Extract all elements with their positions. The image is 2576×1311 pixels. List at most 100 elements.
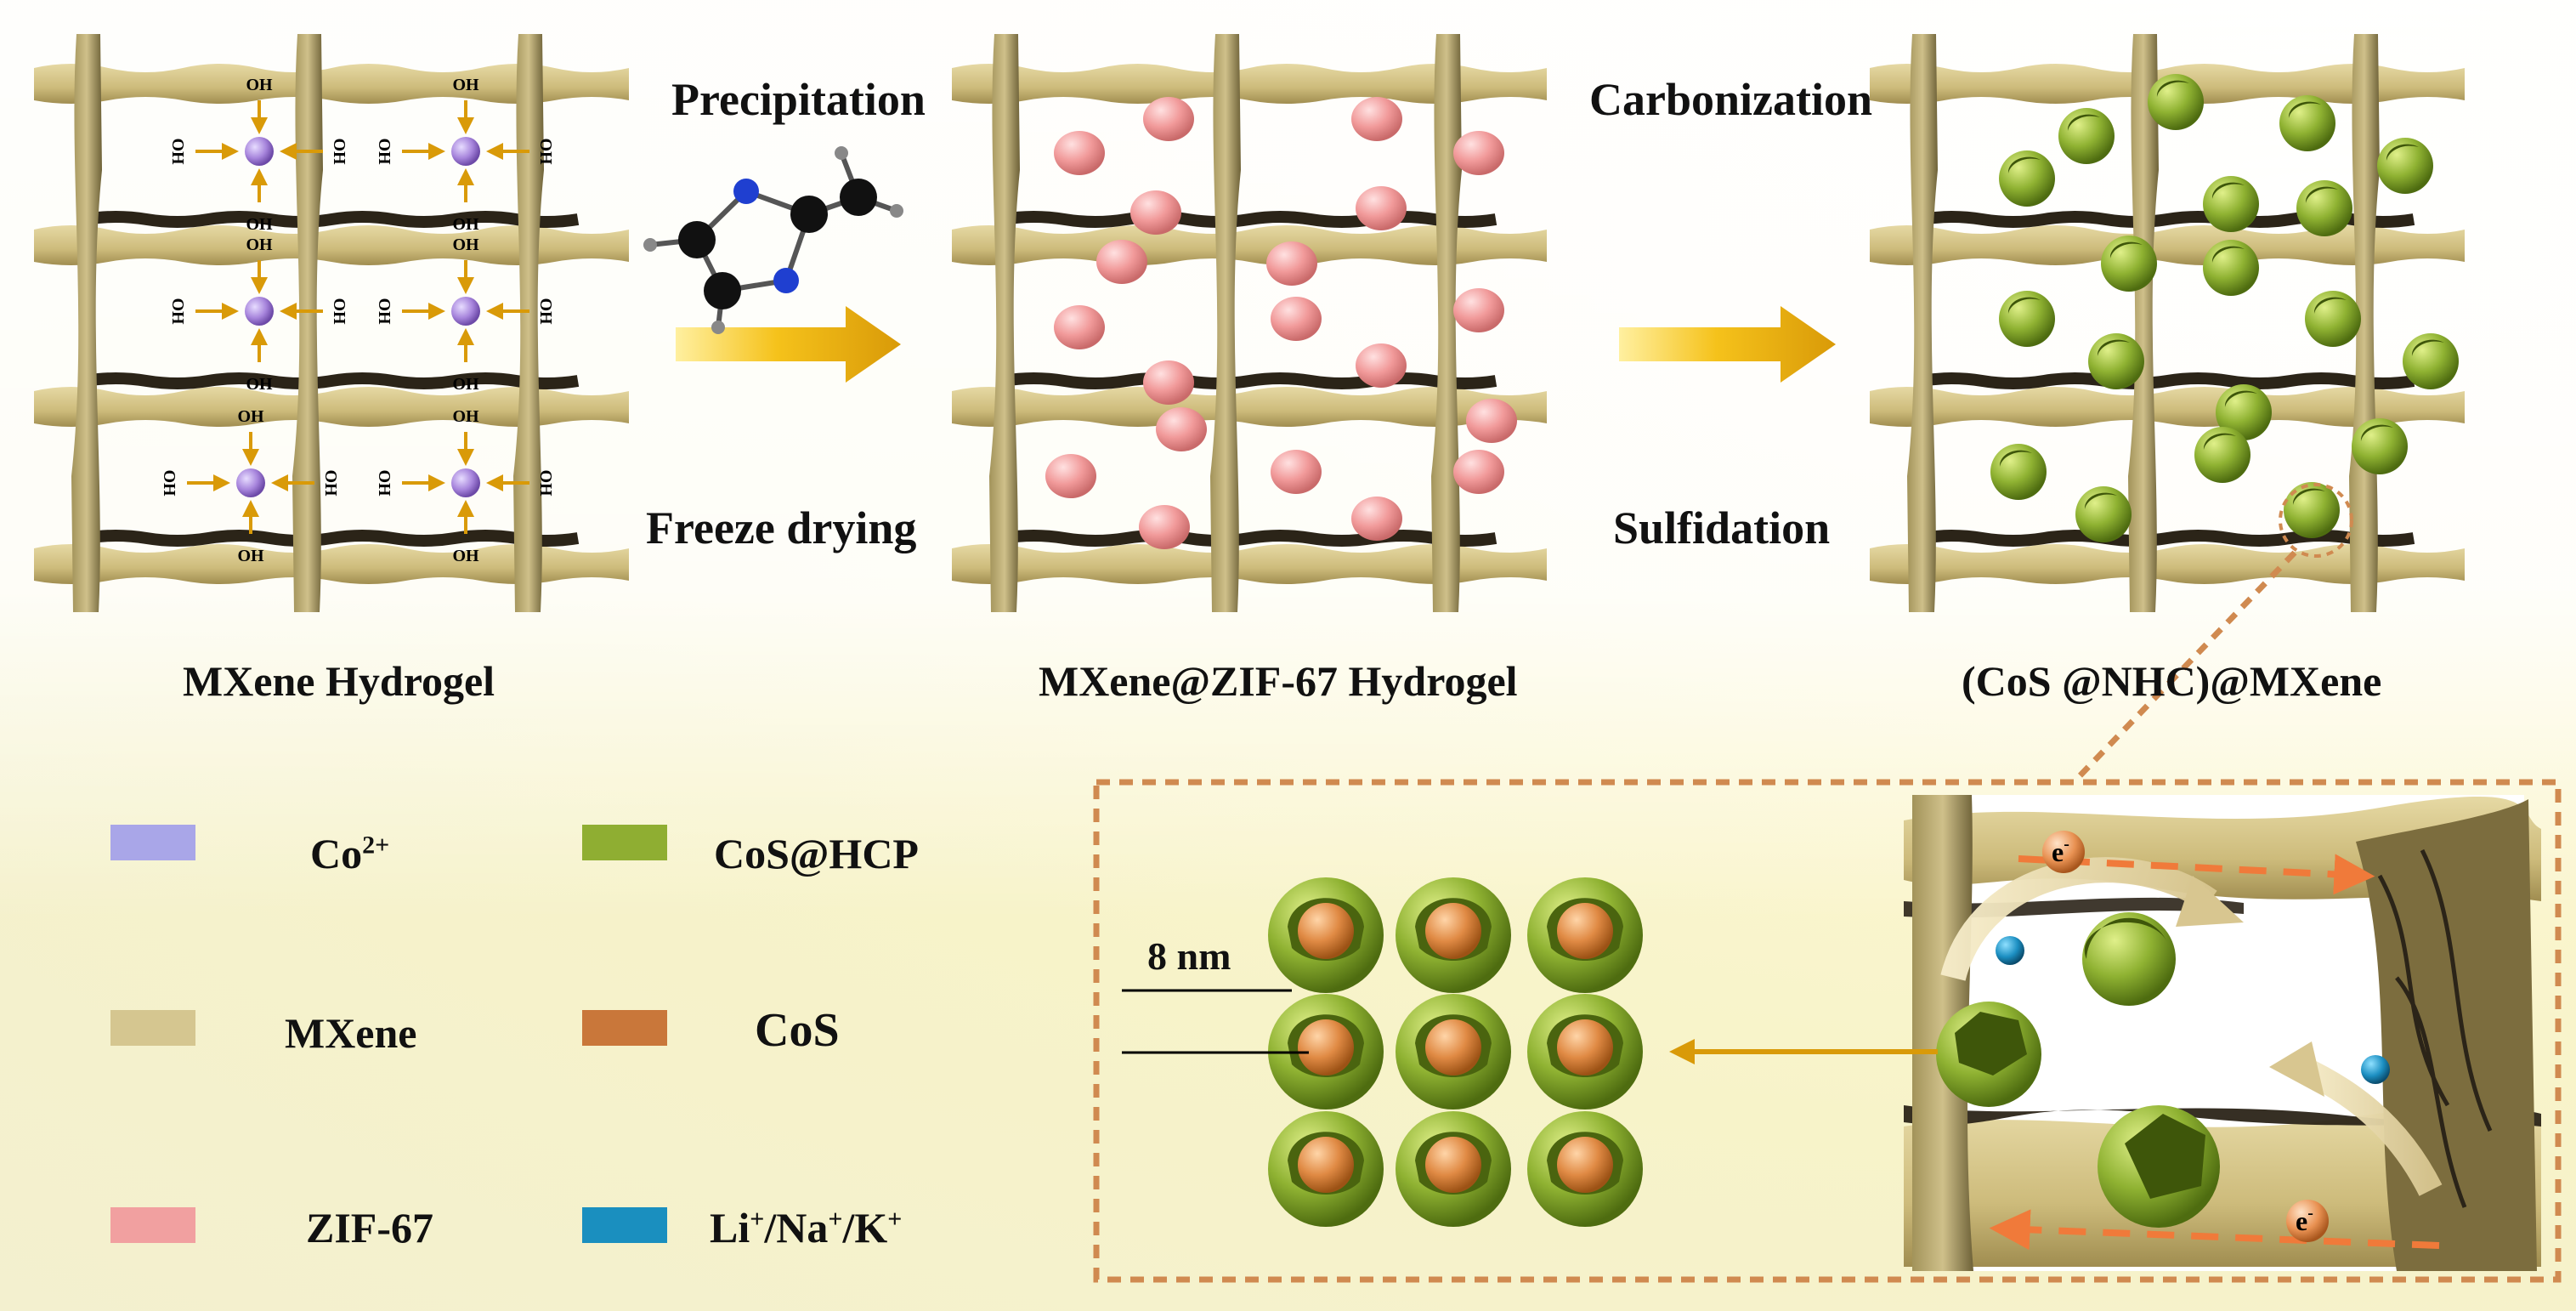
mxene-shadow (1001, 372, 1497, 389)
cos-hcp-sphere-11 (2305, 291, 2361, 347)
cos-hcp-sphere-13 (2403, 333, 2459, 389)
zoom-box (1093, 779, 2562, 1283)
cos-hcp-sphere-10 (1999, 291, 2055, 347)
zif67-particle-18 (1453, 450, 1504, 494)
co2-ion (245, 137, 274, 166)
mxene-sheet (952, 64, 1547, 104)
sphere-opening (2156, 80, 2189, 97)
cos-hcp-sphere-8 (2101, 236, 2157, 292)
mxene-shadow (1001, 211, 1497, 228)
co2-ion (451, 468, 480, 497)
sphere-opening (2007, 156, 2041, 173)
core-shell-particle-9 (1527, 1111, 1643, 1227)
core-shell-particle-2 (1396, 877, 1511, 993)
panel-title-mxene-hydrogel: MXene Hydrogel (183, 657, 495, 705)
mxene-shadow (1919, 372, 2415, 389)
mxene-frame-2 (952, 34, 1547, 612)
mxene-sheet (34, 387, 629, 427)
mxene-post (292, 34, 323, 612)
cos-hcp-sphere-3 (2279, 95, 2335, 151)
zif67-particle-7 (1096, 240, 1147, 284)
core-shell-particle-4 (1268, 994, 1384, 1110)
zif67-particle-11 (1453, 288, 1504, 332)
oh-label: OH (452, 215, 479, 234)
electron-label-bottom: e- (2296, 1204, 2313, 1236)
oh-label: OH (168, 138, 187, 165)
sphere-opening (2292, 488, 2325, 505)
mxene-sheet (952, 225, 1547, 265)
legend-swatch-1 (110, 825, 195, 860)
zif67-particle-17 (1271, 450, 1322, 494)
imidazole-molecule (643, 146, 903, 334)
oh-label: OH (330, 138, 348, 165)
particle-core (1557, 903, 1613, 959)
cos-hcp-sphere-14 (2216, 384, 2272, 440)
mxene-post (513, 34, 544, 612)
cos-hcp-sphere-2 (2148, 74, 2204, 130)
mxene-sheet (952, 544, 1547, 584)
sphere-opening (2211, 182, 2245, 199)
particle-core (1425, 903, 1481, 959)
sphere-opening (2224, 390, 2257, 407)
sphere-opening (1999, 450, 2032, 467)
step-sulfidation: Sulfidation (1613, 502, 1831, 553)
step-carbonization: Carbonization (1589, 74, 1873, 125)
mxene-post (1907, 34, 1938, 612)
electron-label-top: e- (2052, 835, 2069, 867)
sphere-opening (2411, 339, 2444, 356)
sphere-opening (2084, 492, 2117, 509)
oh-label: OH (452, 76, 479, 94)
legend-swatch-2 (582, 825, 667, 860)
core-shell-cluster (1268, 877, 1643, 1227)
step-freeze-drying: Freeze drying (646, 502, 917, 553)
mxene-post (1431, 34, 1462, 612)
mxene-sheet (1870, 225, 2465, 265)
zif67-particle-6 (1356, 186, 1407, 230)
core-shell-particle-1 (1268, 877, 1384, 993)
sphere-opening (2305, 186, 2338, 203)
legend-swatches (110, 825, 667, 1243)
sphere-opening (2109, 241, 2143, 258)
legend-swatch-5 (110, 1207, 195, 1243)
oh-label: OH (168, 298, 187, 325)
legend-label-zif67: ZIF-67 (306, 1204, 433, 1251)
zoom-connector (2071, 550, 2297, 785)
zif67-particle-12 (1143, 360, 1194, 405)
oh-label: OH (330, 298, 348, 325)
oh-label: OH (452, 375, 479, 394)
zoom-scene (1904, 795, 2541, 1271)
zoom-circle (2279, 483, 2353, 558)
oh-label: OH (246, 215, 273, 234)
oh-label: OH (237, 407, 264, 426)
oh-label: OH (237, 547, 264, 565)
oh-label: OH (246, 375, 273, 394)
particle-core (1298, 903, 1354, 959)
particle-core (1557, 1137, 1613, 1193)
sphere-opening (2007, 297, 2041, 314)
mxene-shadow (83, 372, 580, 389)
legend-label-mxene: MXene (285, 1009, 417, 1057)
zif67-particle-2 (1054, 131, 1105, 175)
sphere-opening (2386, 144, 2419, 161)
particle-core (1298, 1137, 1354, 1193)
oh-label: OH (375, 469, 393, 497)
cos-hcp-sphere-7 (1999, 150, 2055, 207)
sphere-opening (2203, 433, 2236, 450)
mxene-sheet (1870, 387, 2465, 427)
zif67-particle-19 (1139, 505, 1190, 549)
sphere-opening (2360, 424, 2393, 441)
mxene-shadow (83, 530, 580, 547)
co2-ion (245, 297, 274, 326)
oh-label: OH (246, 236, 273, 254)
oh-label: OH (375, 138, 393, 165)
zif67-particle-14 (1156, 407, 1207, 451)
legend-label-co2: Co2+ (310, 830, 390, 877)
cos-hcp-sphere-9 (2203, 240, 2259, 296)
sphere-opening (2097, 339, 2130, 356)
